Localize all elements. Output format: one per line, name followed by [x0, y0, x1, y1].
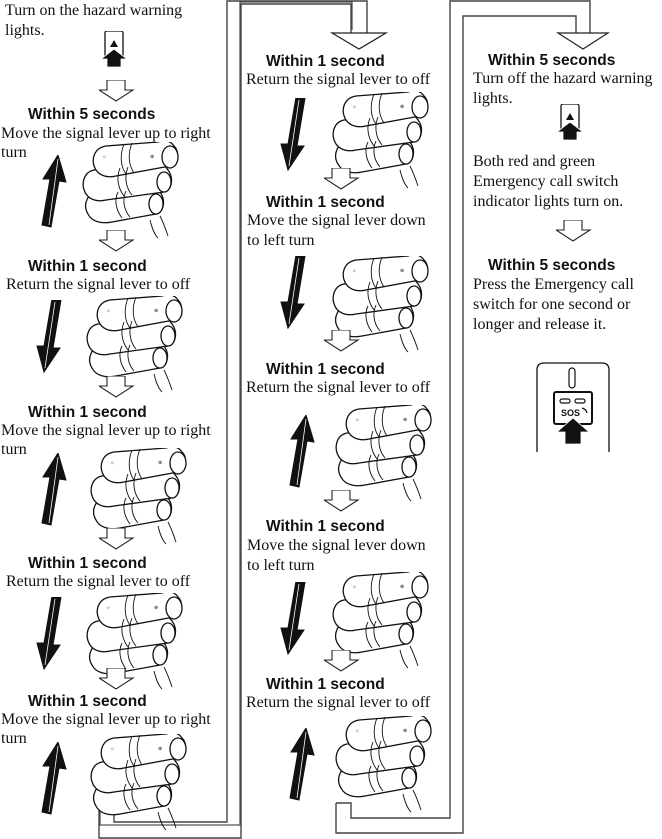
- sos-switch-press-icon: SOS: [535, 360, 615, 452]
- c1-step5-line2: turn: [1, 730, 27, 747]
- signal-lever-up-icon: [80, 142, 180, 240]
- c3-step1-line2: lights.: [473, 90, 513, 107]
- c1-step2-heading: Within 1 second: [28, 258, 147, 275]
- channel-b-arrowhead: [555, 32, 611, 50]
- c2-step2-line2: to left turn: [247, 232, 315, 249]
- down-arrow-icon: [280, 582, 312, 657]
- signal-lever-off-icon: [333, 405, 433, 503]
- step-arrow-icon: [324, 490, 360, 514]
- c3-note-line1: Both red and green: [473, 153, 596, 170]
- c1-step5-heading: Within 1 second: [28, 693, 147, 710]
- step-arrow-icon: [324, 330, 360, 354]
- step-arrow-icon: [99, 230, 135, 254]
- up-arrow-icon: [284, 415, 316, 490]
- hazard-switch-press-icon: [101, 31, 129, 71]
- step-arrow-icon: [99, 376, 135, 400]
- c3-note-line3: indicator lights turn on.: [473, 193, 624, 210]
- c3-step1-heading: Within 5 seconds: [488, 52, 616, 69]
- c1-step1-line1: Move the signal lever up to right: [1, 125, 211, 142]
- down-arrow-icon: [36, 300, 68, 375]
- hazard-switch-press-icon: [557, 104, 585, 144]
- step-arrow-icon: [324, 650, 360, 674]
- signal-lever-up-icon: [88, 734, 188, 832]
- step-arrow-icon: [99, 528, 135, 552]
- c3-step2-line2: switch for one second or: [473, 296, 631, 313]
- c2-step4-line1: Move the signal lever down: [247, 537, 426, 554]
- c1-step3-heading: Within 1 second: [28, 404, 147, 421]
- c2-step5-line1: Return the signal lever to off: [246, 694, 431, 711]
- c1-step3-line1: Move the signal lever up to right: [1, 422, 211, 439]
- c1-step3-line2: turn: [1, 441, 27, 458]
- c2-step3-heading: Within 1 second: [266, 361, 385, 378]
- c3-step2-heading: Within 5 seconds: [488, 257, 616, 274]
- step-arrow-icon: [556, 220, 592, 244]
- signal-lever-off-icon: [333, 716, 433, 814]
- up-arrow-icon: [36, 155, 68, 230]
- down-arrow-icon: [36, 597, 68, 672]
- c2-step4-heading: Within 1 second: [266, 518, 385, 535]
- c2-step4-line2: to left turn: [247, 557, 315, 574]
- c1-step1-heading: Within 5 seconds: [28, 106, 156, 123]
- c2-step2-heading: Within 1 second: [266, 194, 385, 211]
- c2-step3-line1: Return the signal lever to off: [246, 379, 431, 396]
- down-arrow-icon: [280, 256, 312, 331]
- step-arrow-icon: [324, 168, 360, 192]
- channel-a-arrowhead: [329, 32, 389, 50]
- c2-step2-line1: Move the signal lever down: [247, 212, 426, 229]
- c3-step1-line1: Turn off the hazard warning: [473, 70, 653, 87]
- intro-text-line2: lights.: [5, 22, 45, 39]
- intro-text-line1: Turn on the hazard warning: [5, 2, 183, 19]
- step-arrow-icon: [99, 668, 135, 692]
- c1-step4-heading: Within 1 second: [28, 555, 147, 572]
- c1-step4-line1: Return the signal lever to off: [6, 573, 191, 590]
- up-arrow-icon: [36, 742, 68, 817]
- c1-step5-line1: Move the signal lever up to right: [1, 711, 211, 728]
- c2-step5-heading: Within 1 second: [266, 676, 385, 693]
- c1-step1-line2: turn: [1, 144, 27, 161]
- up-arrow-icon: [284, 728, 316, 803]
- c3-step2-line3: longer and release it.: [473, 316, 607, 333]
- c3-step2-line1: Press the Emergency call: [473, 276, 634, 293]
- c1-step2-line1: Return the signal lever to off: [6, 276, 191, 293]
- step-arrow-icon: [99, 80, 135, 104]
- sos-label: SOS: [561, 408, 580, 418]
- c3-note-line2: Emergency call switch: [473, 173, 619, 190]
- c2-step1-line1: Return the signal lever to off: [246, 71, 431, 88]
- up-arrow-icon: [36, 453, 68, 528]
- down-arrow-icon: [280, 98, 312, 173]
- c2-step1-heading: Within 1 second: [266, 53, 385, 70]
